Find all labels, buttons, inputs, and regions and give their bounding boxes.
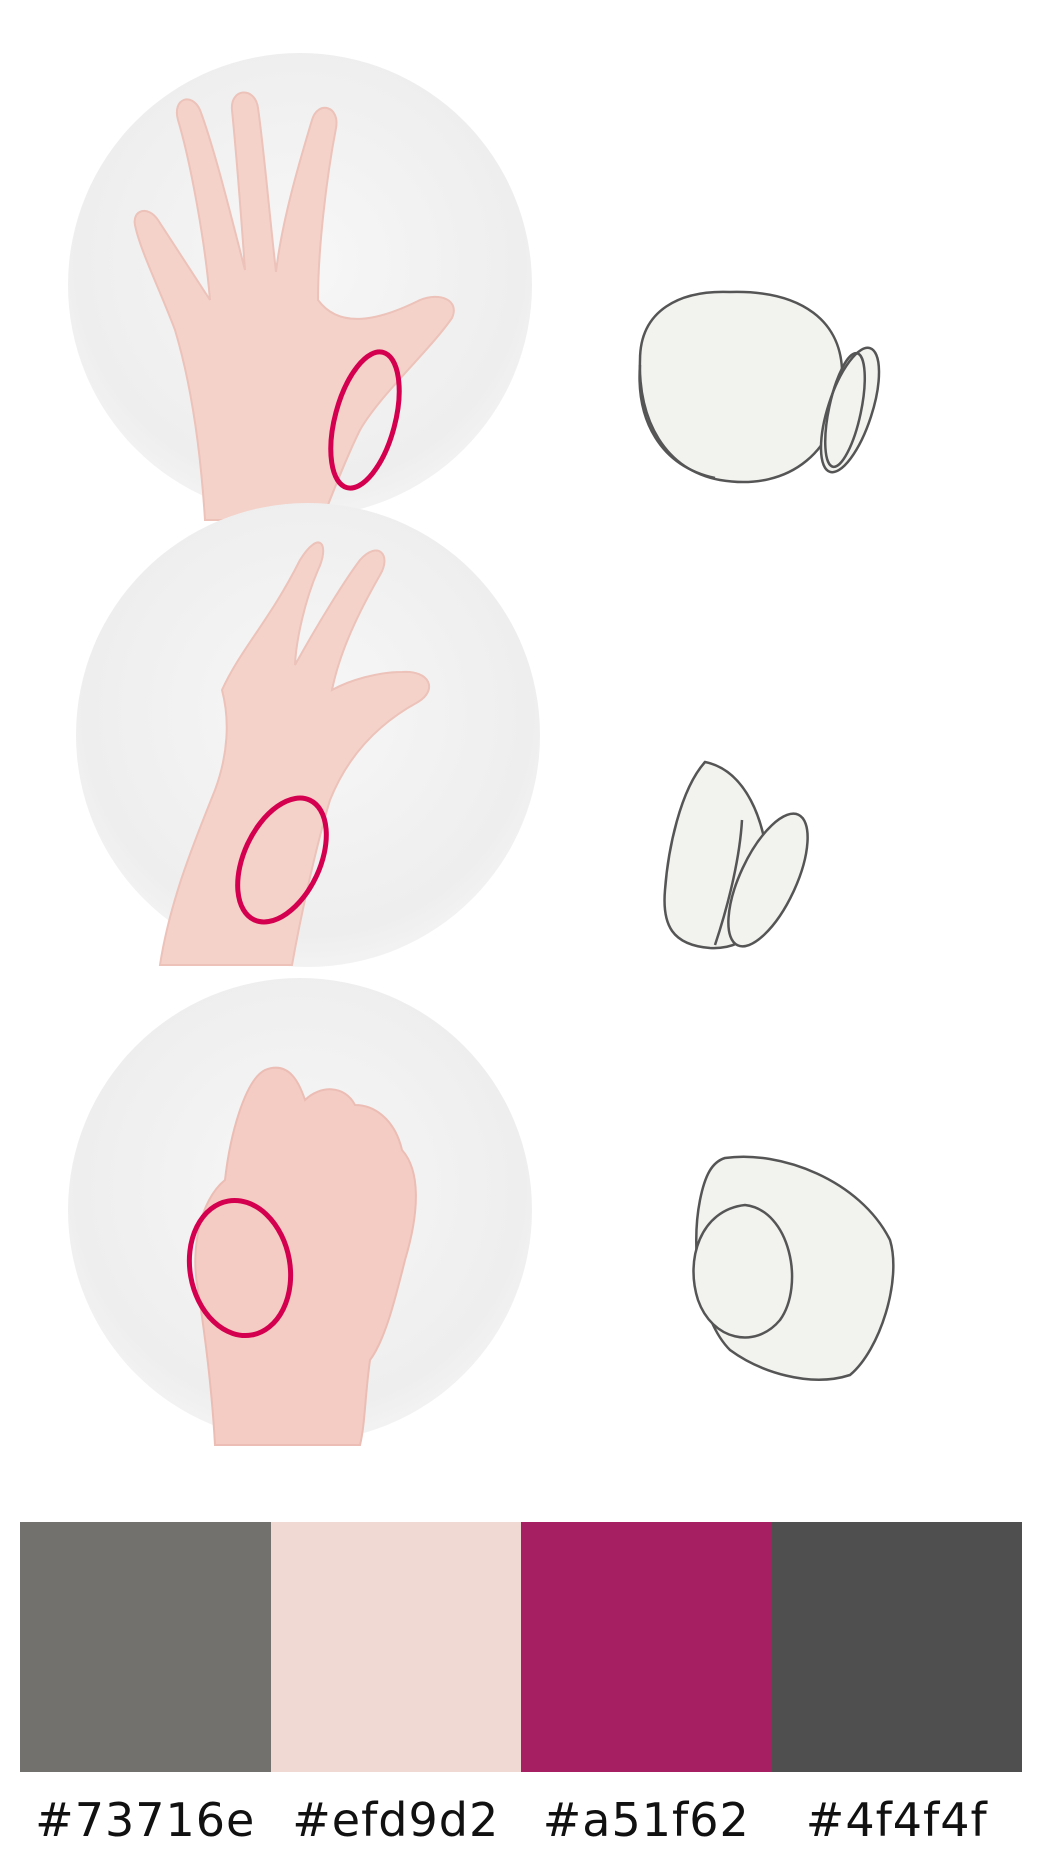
color-code-2: #efd9d2 (292, 1793, 500, 1847)
swatch-4 (771, 1522, 1022, 1772)
fist-icon (194, 1066, 417, 1446)
thumb-pad-sketch-icon (663, 760, 809, 950)
hand-photo-2 (76, 503, 540, 967)
open-hand-icon (133, 91, 455, 521)
sketch-1 (638, 290, 881, 484)
swatch-3 (521, 1522, 772, 1772)
spread-hand-icon (158, 541, 430, 966)
color-codes: #73716e #efd9d2 #a51f62 #4f4f4f (20, 1785, 1022, 1855)
hand-photo-1 (68, 53, 532, 521)
sketch-3 (692, 1155, 895, 1381)
hand-reference-illustration (68, 53, 895, 1446)
swatch-1 (20, 1522, 271, 1772)
color-code-4: #4f4f4f (805, 1793, 988, 1847)
color-palette (20, 1522, 1022, 1772)
color-code-1: #73716e (35, 1793, 256, 1847)
thumb-pad-highlight (235, 795, 329, 925)
hand-photo-3 (68, 978, 532, 1446)
thumb-pad-highlight (328, 349, 402, 491)
thumb-pad-sketch-icon (692, 1155, 895, 1381)
thumb-pad-highlight (186, 1197, 294, 1339)
thumb-pad-sketch-icon (638, 290, 881, 484)
swatch-2 (270, 1522, 521, 1772)
color-code-3: #a51f62 (542, 1793, 750, 1847)
sketch-2 (663, 760, 809, 950)
